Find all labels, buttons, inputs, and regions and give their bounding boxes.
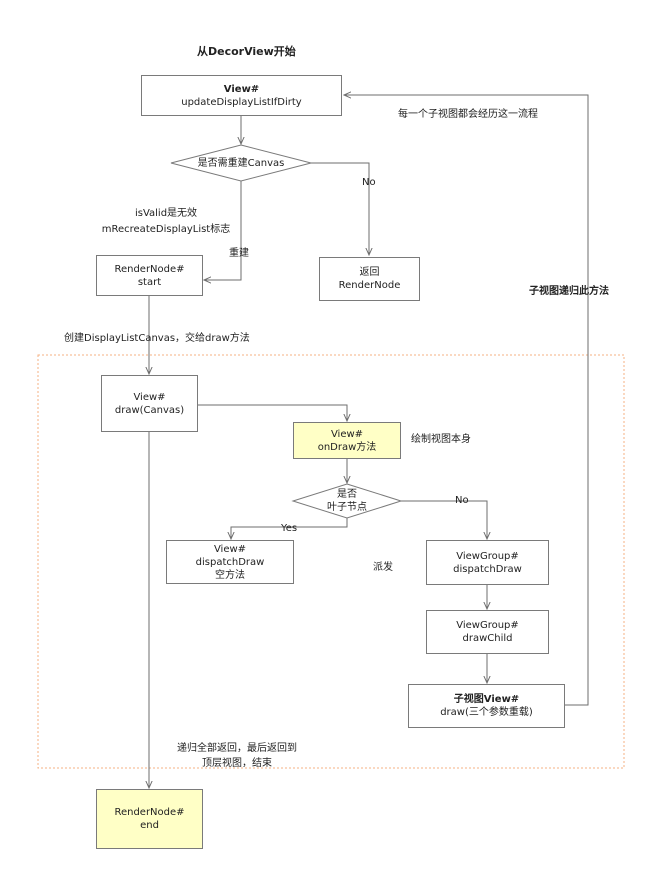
node-line: View# (213, 543, 247, 555)
edge-label-create-canvas: 创建DisplayListCanvas，交给draw方法 (64, 333, 250, 344)
edge-recursive-loop (344, 95, 589, 706)
rendernode-start-node: RenderNode# start (96, 255, 203, 296)
viewgroup-drawchild-node: ViewGroup# drawChild (426, 610, 549, 654)
node-line: 返回 (359, 267, 380, 278)
view-ondraw-node: View# onDraw方法 (293, 422, 401, 459)
edge-draw-to-ondraw (198, 404, 347, 421)
return-rendernode-node: 返回 RenderNode (319, 257, 420, 301)
edge-decision-no (311, 162, 369, 255)
node-line: draw(三个参数重载) (440, 707, 533, 718)
node-line: draw(Canvas) (114, 404, 185, 416)
edge-label-yes: Yes (281, 523, 298, 534)
node-line: updateDisplayListIfDirty (181, 96, 302, 108)
node-line: start (137, 276, 162, 288)
node-line: View# (133, 391, 166, 403)
edge-label-line: mRecreateDisplayList标志 (101, 224, 231, 235)
edge-label-no-leaf: No (455, 495, 469, 506)
annotation-dispatch: 派发 (373, 562, 393, 573)
node-line: ViewGroup# (456, 620, 519, 631)
is-leaf-label: 是否 叶子节点 (300, 487, 394, 515)
edge-label-no: No (362, 177, 376, 188)
node-line: View# (223, 83, 260, 95)
annotation-line: 递归全部返回，最后返回到 (177, 743, 297, 754)
node-line: dispatchDraw (195, 556, 265, 568)
view-dispatchdraw-node: View# dispatchDraw 空方法 (166, 540, 294, 584)
annotation-draw-self: 绘制视图本身 (411, 434, 471, 445)
node-line: drawChild (462, 633, 513, 644)
node-line: RenderNode# (114, 263, 185, 275)
node-line: end (140, 820, 159, 831)
view-draw-node: View# draw(Canvas) (101, 375, 198, 432)
decision-text: 是否 (337, 489, 357, 500)
node-line: ViewGroup# (456, 550, 519, 562)
draw-process-region (37, 354, 625, 769)
rendernode-end-node: RenderNode# end (96, 789, 203, 849)
need-rebuild-label: 是否需重建Canvas (171, 153, 311, 173)
node-line: onDraw方法 (317, 441, 377, 453)
node-line: 子视图View# (453, 694, 520, 705)
diagram-title: 从DecorView开始 (197, 45, 296, 58)
edge-label-recursive: 子视图递归此方法 (529, 286, 609, 297)
annotation-line: 顶层视图，结束 (202, 758, 272, 769)
annotation-return-all: 递归全部返回，最后返回到 顶层视图，结束 (163, 741, 311, 771)
edge-leaf-no (401, 500, 487, 539)
edge-decision-rebuild (204, 181, 242, 280)
edge-label-isvalid: isValid是无效 mRecreateDisplayList标志 (92, 206, 240, 238)
node-line: dispatchDraw (453, 563, 522, 575)
edge-label-line: isValid是无效 (134, 208, 198, 219)
viewgroup-dispatchdraw-node: ViewGroup# dispatchDraw (426, 540, 549, 585)
node-line: View# (330, 428, 364, 440)
edge-label-rebuild: 重建 (229, 248, 249, 259)
node-line: 空方法 (215, 569, 245, 581)
view-update-displaylist-node: View# updateDisplayListIfDirty (141, 75, 342, 116)
node-line: RenderNode# (114, 807, 185, 818)
edge-label-every-child: 每一个子视图都会经历这一流程 (398, 109, 538, 120)
decision-text: 叶子节点 (327, 502, 367, 513)
child-view-draw-node: 子视图View# draw(三个参数重载) (408, 684, 565, 728)
decision-text: 是否需重建Canvas (197, 157, 285, 169)
edge-leaf-yes (231, 518, 348, 539)
node-line: RenderNode (338, 280, 401, 291)
